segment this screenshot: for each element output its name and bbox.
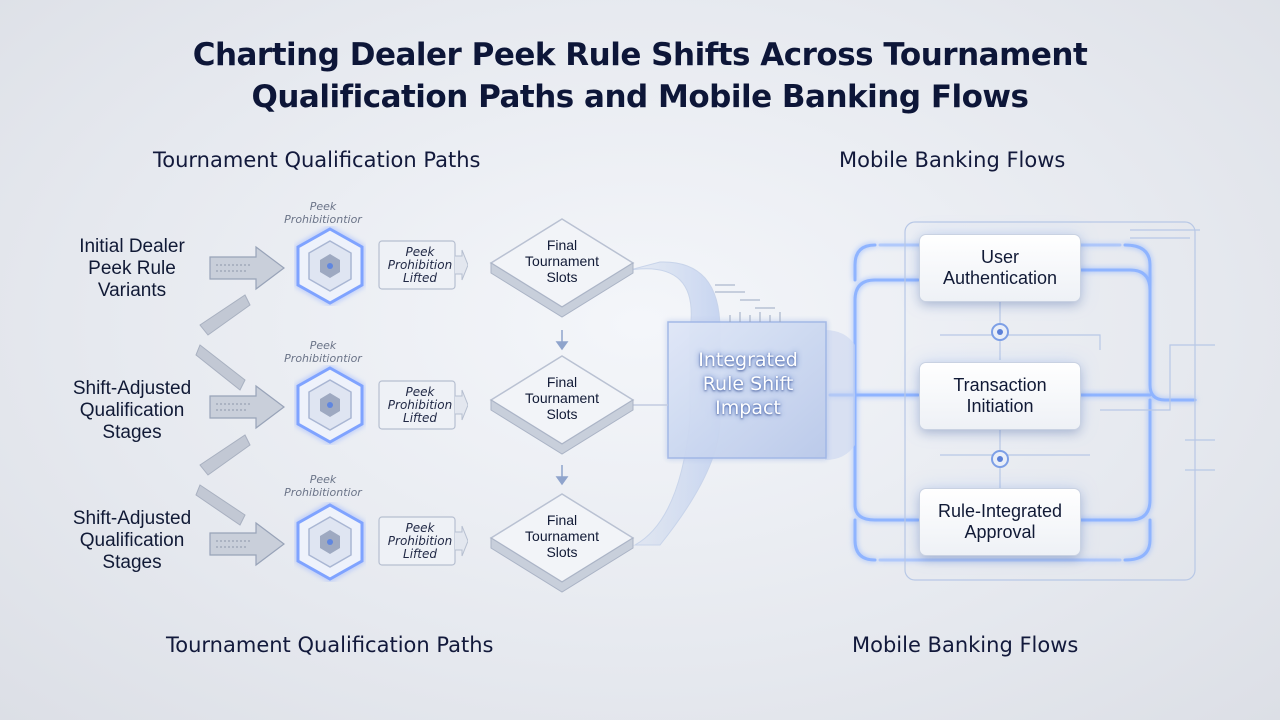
prohibition-label-row-3: Peek Prohibitiontior — [284, 473, 362, 499]
banking-rule-integrated-approval: Rule-Integrated Approval — [920, 489, 1080, 555]
slots-label-row-2: Final Tournament Slots — [525, 374, 599, 422]
stage-arrow-row-2 — [209, 384, 285, 430]
slots-label-row-3: Final Tournament Slots — [525, 512, 599, 560]
left-section-header-top: Tournament Qualification Paths — [153, 148, 481, 172]
left-section-header-bottom: Tournament Qualification Paths — [166, 633, 494, 657]
stage-arrow-row-3 — [209, 521, 285, 567]
stage-diagonal-bands — [195, 294, 251, 526]
integrated-impact-label: Integrated Rule Shift Impact — [698, 349, 798, 419]
right-section-header-top: Mobile Banking Flows — [839, 148, 1066, 172]
center-to-banking-band — [825, 330, 855, 460]
hexagon-node-row-2 — [296, 366, 364, 444]
title-line-2: Qualification Paths and Mobile Banking F… — [251, 79, 1029, 115]
lift-box-row-2 — [378, 380, 468, 430]
diamond-slots-row-2 — [489, 355, 635, 455]
lift-box-row-3 — [378, 516, 468, 566]
center-panel-shape — [667, 321, 827, 459]
lift-label-row-2: Peek Prohibition Lifted — [387, 385, 453, 425]
diagram-title: Charting Dealer Peek Rule Shifts Across … — [0, 34, 1280, 118]
stage-label-row-3: Shift-Adjusted Qualification Stages — [72, 508, 192, 573]
lift-label-row-3: Peek Prohibition Lifted — [387, 521, 453, 561]
stage-arrow-row-1 — [209, 245, 285, 291]
banking-user-authentication: User Authentication — [920, 235, 1080, 301]
lift-box-row-1 — [378, 240, 468, 290]
banking-transaction-initiation: Transaction Initiation — [920, 363, 1080, 429]
right-section-header-bottom: Mobile Banking Flows — [852, 633, 1079, 657]
title-line-1: Charting Dealer Peek Rule Shifts Across … — [192, 37, 1088, 73]
stage-label-row-2: Shift-Adjusted Qualification Stages — [72, 378, 192, 443]
diamond-slots-row-1 — [489, 218, 635, 318]
prohibition-label-row-1: Peek Prohibitiontior — [284, 200, 362, 226]
center-panel-ticks — [715, 284, 781, 322]
hexagon-node-row-3 — [296, 503, 364, 581]
slots-label-row-1: Final Tournament Slots — [525, 237, 599, 285]
slot-down-arrows — [555, 330, 569, 486]
prohibition-label-row-2: Peek Prohibitiontior — [284, 339, 362, 365]
hexagon-node-row-1 — [296, 227, 364, 305]
lift-label-row-1: Peek Prohibition Lifted — [387, 245, 453, 285]
diamond-slots-row-3 — [489, 493, 635, 593]
stage-label-row-1: Initial Dealer Peek Rule Variants — [79, 236, 185, 301]
